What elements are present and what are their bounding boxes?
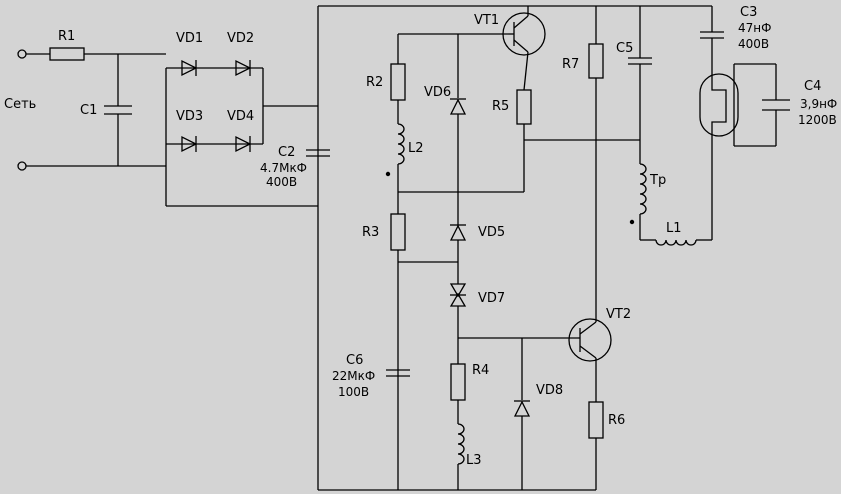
label-vd2: VD2: [227, 31, 254, 46]
output-network: [516, 6, 790, 246]
value-c2-voltage: 400В: [266, 175, 297, 189]
label-tr: Тр: [649, 173, 666, 188]
label-l2: L2: [408, 141, 424, 156]
label-r3: R3: [362, 225, 379, 240]
label-r7: R7: [562, 57, 579, 72]
label-l3: L3: [466, 453, 482, 468]
diode-bridge: [165, 59, 318, 207]
label-c3: C3: [740, 5, 757, 20]
value-c3-capacitance: 47нФ: [738, 21, 771, 35]
label-vt2: VT2: [606, 307, 631, 322]
label-l1: L1: [666, 221, 682, 236]
label-r2: R2: [366, 75, 383, 90]
label-vd7: VD7: [478, 291, 505, 306]
label-vd1: VD1: [176, 31, 203, 46]
resistor-r1: [49, 47, 85, 61]
transistor-vt2: [568, 140, 612, 490]
drive-network: [386, 33, 578, 490]
coil-dots: [385, 171, 635, 225]
label-c4: C4: [804, 79, 821, 94]
value-c6-capacitance: 22МкФ: [332, 369, 375, 383]
value-c3-voltage: 400В: [738, 37, 769, 51]
value-c2-capacitance: 4.7МкФ: [260, 161, 307, 175]
label-vd8: VD8: [536, 383, 563, 398]
label-vd5: VD5: [478, 225, 505, 240]
rails: [306, 5, 712, 491]
value-c4-capacitance: 3,9нФ: [800, 97, 837, 111]
label-c2: C2: [278, 145, 295, 160]
label-c6: C6: [346, 353, 363, 368]
value-c4-voltage: 1200В: [798, 113, 837, 127]
transistor-vt1: [502, 6, 546, 91]
label-r5: R5: [492, 99, 509, 114]
label-vd3: VD3: [176, 109, 203, 124]
label-r6: R6: [608, 413, 625, 428]
label-vd6: VD6: [424, 85, 451, 100]
input-label: Сеть: [4, 97, 36, 112]
label-r4: R4: [472, 363, 489, 378]
input-wiring: [26, 53, 166, 167]
label-c1: C1: [80, 103, 97, 118]
label-r1: R1: [58, 29, 75, 44]
value-c6-voltage: 100В: [338, 385, 369, 399]
label-vd4: VD4: [227, 109, 254, 124]
label-vt1: VT1: [474, 13, 499, 28]
labels: Сеть R1 C1 VD1 VD2 VD3 VD4 C2 4.7МкФ 400…: [4, 5, 837, 468]
label-c5: C5: [616, 41, 633, 56]
